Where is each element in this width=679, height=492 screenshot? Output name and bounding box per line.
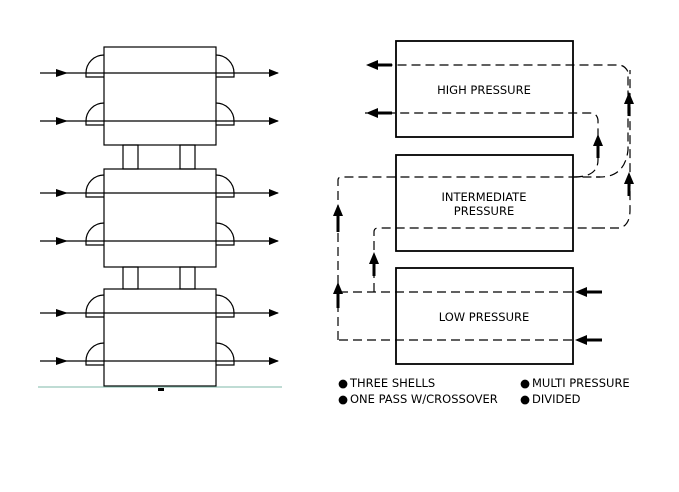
waterbox-right [215,54,235,78]
shell-top [40,46,279,146]
legend-item-divided: DIVIDED [532,392,581,406]
outlet-arrows [366,60,392,118]
legend: ● THREE SHELLS ● MULTI PRESSURE ● ONE PA… [338,376,630,406]
shell-bottom [40,288,279,387]
legend-item-multi-pressure: MULTI PRESSURE [532,376,630,390]
inlet-arrows [575,287,602,345]
label-intermediate-line1: INTERMEDIATE [442,190,527,204]
shell-connector [122,266,196,290]
multi-pressure-condenser: HIGH PRESSURE INTERMEDIATE PRESSURE LOW … [333,40,634,365]
label-low-pressure: LOW PRESSURE [439,310,530,324]
label-intermediate-line2: PRESSURE [454,204,514,218]
shell-connector [122,144,196,170]
three-shell-condenser [38,46,282,391]
box-high-pressure [395,40,574,138]
legend-bullet: ● [520,392,530,406]
legend-bullet: ● [338,392,348,406]
upward-flow-arrows [333,92,634,308]
waterbox-left [85,54,105,78]
legend-bullet: ● [520,376,530,390]
box-low-pressure [395,267,574,365]
legend-bullet: ● [338,376,348,390]
inlet-arrow [56,69,68,77]
shell-middle [40,168,279,268]
label-high-pressure: HIGH PRESSURE [437,83,531,97]
legend-item-three-shells: THREE SHELLS [349,376,435,390]
box-intermediate-pressure [395,154,574,252]
legend-item-one-pass-crossover: ONE PASS W/CROSSOVER [350,392,498,406]
